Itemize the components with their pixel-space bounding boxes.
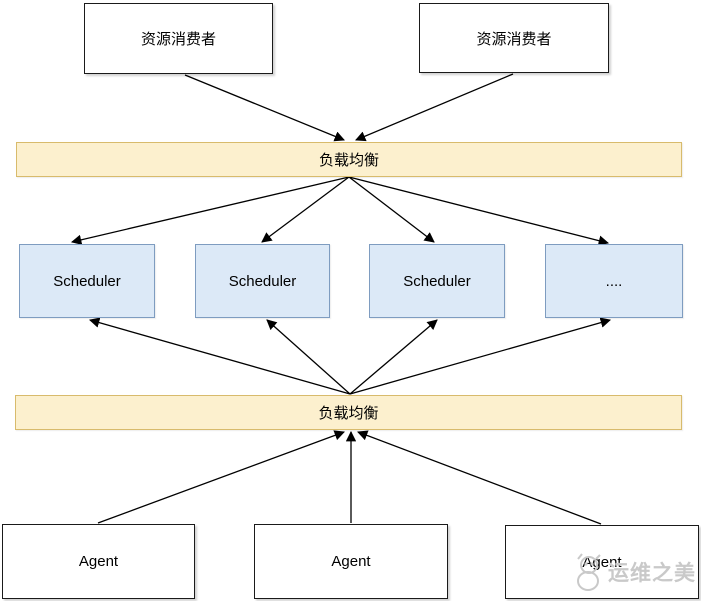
edge-lb2-sched4: [349, 317, 612, 395]
node-load-balancer-bottom: 负载均衡: [15, 395, 682, 430]
edge-lb-sched4: [348, 176, 610, 246]
edge-lb2-sched3: [349, 319, 438, 395]
node-label: Scheduler: [403, 272, 471, 290]
node-label: Scheduler: [53, 272, 121, 290]
edge-lb2-sched1: [88, 317, 351, 395]
edge-consumer2-lb: [355, 73, 514, 142]
edge-agent3-lb2: [357, 430, 602, 525]
node-label: 负载均衡: [318, 152, 379, 169]
edge-lb-sched2: [261, 176, 350, 243]
node-agent-3: Agent: [505, 525, 699, 599]
node-scheduler-2: Scheduler: [195, 244, 330, 318]
node-load-balancer-top: 负载均衡: [16, 142, 682, 177]
edge-lb-sched1: [70, 176, 350, 245]
node-label: Agent: [582, 553, 622, 571]
node-label: 负载均衡: [318, 405, 379, 422]
node-scheduler-1: Scheduler: [19, 244, 155, 318]
node-resource-consumer-2: 资源消费者: [419, 3, 609, 73]
node-agent-2: Agent: [254, 524, 448, 599]
edge-lb-sched3: [348, 176, 435, 243]
node-label: 资源消费者: [476, 30, 552, 48]
node-label: Scheduler: [228, 272, 297, 290]
node-label: 资源消费者: [140, 31, 216, 48]
node-label: Agent: [331, 553, 371, 570]
node-resource-consumer-1: 资源消费者: [84, 3, 273, 74]
node-agent-1: Agent: [2, 524, 195, 599]
node-scheduler-3: Scheduler: [369, 244, 505, 318]
node-label: ....: [605, 272, 623, 290]
node-label: Agent: [78, 553, 119, 570]
edge-lb2-sched2: [266, 319, 351, 395]
node-scheduler-more: ....: [545, 244, 683, 318]
edge-agent1-lb2: [97, 430, 345, 524]
edge-consumer1-lb: [184, 74, 345, 142]
